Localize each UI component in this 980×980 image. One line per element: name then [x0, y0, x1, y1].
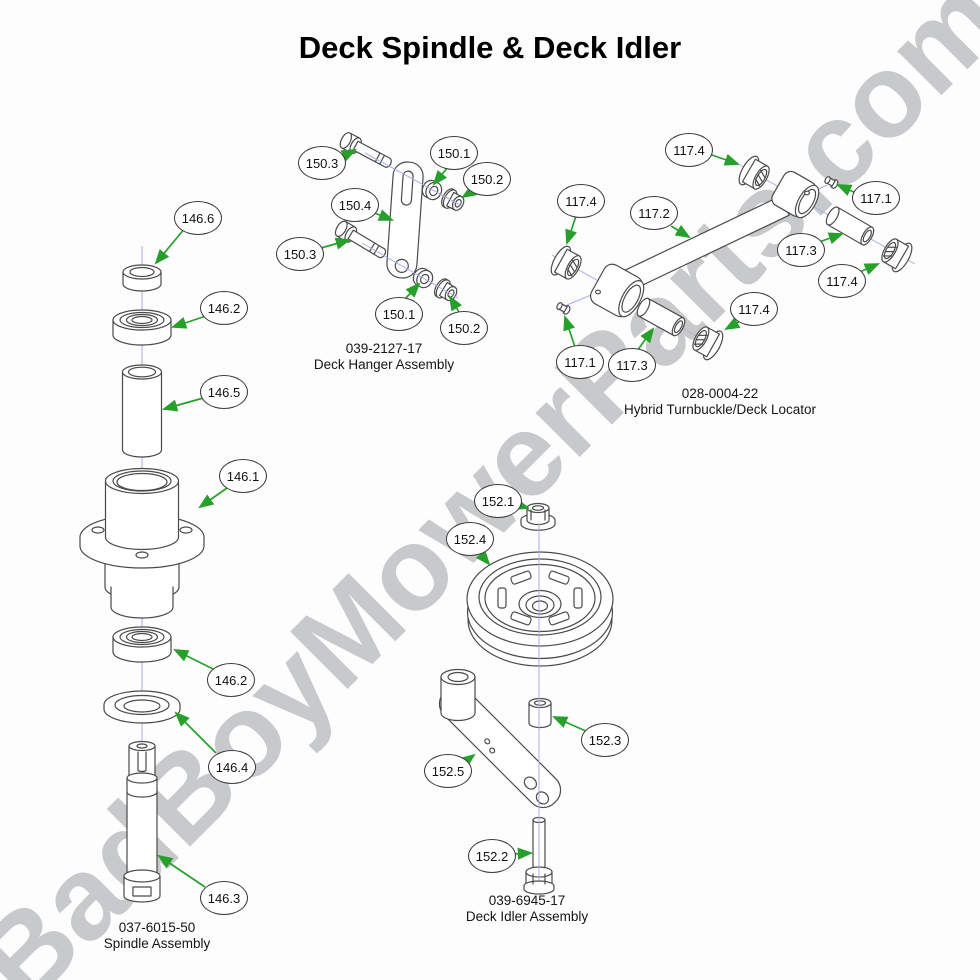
grease-fitting-right-drawing	[824, 176, 839, 189]
hanger-bolt-top-drawing	[339, 132, 392, 168]
callout-146-4: 146.4	[208, 750, 256, 784]
callout-146-2b: 146.2	[207, 663, 255, 697]
idler-spacer-drawing	[528, 697, 552, 729]
centerlines-over	[361, 152, 540, 880]
hanger-bolt-bottom-drawing	[334, 220, 387, 259]
callout-146-6: 146.6	[174, 201, 222, 235]
spindle-spacer-tube-drawing	[121, 364, 163, 458]
turnbuckle-right-boss-drawing	[771, 170, 820, 219]
callout-150-2b: 150.2	[440, 311, 488, 345]
idler-arm-drawing	[438, 668, 562, 809]
grease-hole-left	[594, 289, 601, 295]
turnbuckle-caption: 028-0004-22 Hybrid Turnbuckle/Deck Locat…	[590, 386, 850, 418]
spindle-assembly-name: Spindle Assembly	[103, 936, 211, 951]
spindle-shaft-drawing	[123, 740, 161, 903]
callout-117-4b: 117.4	[557, 184, 605, 218]
hanger-bracket-drawing	[386, 161, 424, 279]
callout-150-3: 150.3	[298, 146, 346, 180]
grease-hole-right	[803, 190, 810, 196]
deck-idler-part-number: 039-6945-17	[488, 893, 566, 908]
turnbuckle-sleeve-right-drawing	[825, 206, 875, 246]
callout-146-1: 146.1	[219, 459, 267, 493]
callout-152-4: 152.4	[446, 522, 494, 556]
turnbuckle-bushing-left-drawing	[550, 245, 582, 280]
deck-idler-name: Deck Idler Assembly	[465, 909, 589, 924]
callout-152-1: 152.1	[474, 484, 522, 518]
turnbuckle-bushing-right-drawing	[881, 238, 913, 273]
callout-117-4: 117.4	[665, 133, 713, 167]
callout-146-5: 146.5	[200, 375, 248, 409]
callout-152-3: 152.3	[581, 723, 629, 757]
idler-pulley-drawing	[466, 551, 614, 667]
spindle-bearing-top-drawing	[112, 309, 172, 346]
callout-150-2: 150.2	[463, 162, 511, 196]
callout-150-1: 150.1	[430, 136, 478, 170]
deck-hanger-caption: 039-2127-17 Deck Hanger Assembly	[274, 341, 494, 373]
turnbuckle-bushing-bottom-drawing	[692, 326, 724, 361]
callout-146-3: 146.3	[200, 881, 248, 915]
turnbuckle-sleeve-left-drawing	[636, 297, 686, 337]
turnbuckle-bushing-top-drawing	[738, 155, 770, 190]
callout-117-1b: 117.1	[556, 345, 604, 379]
spindle-retainer-ring-drawing	[122, 264, 162, 292]
callout-117-3b: 117.3	[608, 348, 656, 382]
deck-hanger-name: Deck Hanger Assembly	[313, 357, 455, 372]
deck-hanger-part-number: 039-2127-17	[345, 341, 423, 356]
callout-146-2: 146.2	[200, 291, 248, 325]
turnbuckle-left-boss-drawing	[589, 263, 645, 318]
callout-150-4: 150.4	[331, 188, 379, 222]
callout-150-1b: 150.1	[375, 297, 423, 331]
spindle-assembly-part-number: 037-6015-50	[118, 920, 196, 935]
callout-150-3b: 150.3	[276, 237, 324, 271]
page-title: Deck Spindle & Deck Idler	[298, 30, 682, 65]
callout-117-4d: 117.4	[730, 292, 778, 326]
turnbuckle-part-number: 028-0004-22	[681, 386, 759, 401]
callout-117-2: 117.2	[630, 196, 678, 230]
spindle-assembly-caption: 037-6015-50 Spindle Assembly	[57, 920, 257, 952]
callout-152-2: 152.2	[468, 839, 516, 873]
callout-117-3: 117.3	[777, 233, 825, 267]
spindle-bearing-bottom-drawing	[112, 626, 172, 663]
hanger-nut-top-drawing	[441, 188, 465, 211]
deck-idler-caption: 039-6945-17 Deck Idler Assembly	[417, 893, 637, 925]
turnbuckle-name: Hybrid Turnbuckle/Deck Locator	[623, 402, 817, 417]
callout-117-1: 117.1	[852, 181, 900, 215]
callout-117-4c: 117.4	[818, 264, 866, 298]
idler-flange-nut-drawing	[520, 502, 556, 531]
spindle-washer-drawing	[103, 690, 181, 724]
spindle-housing-drawing	[79, 467, 205, 619]
callout-152-5: 152.5	[424, 754, 472, 788]
grease-fitting-left-drawing	[556, 302, 571, 315]
